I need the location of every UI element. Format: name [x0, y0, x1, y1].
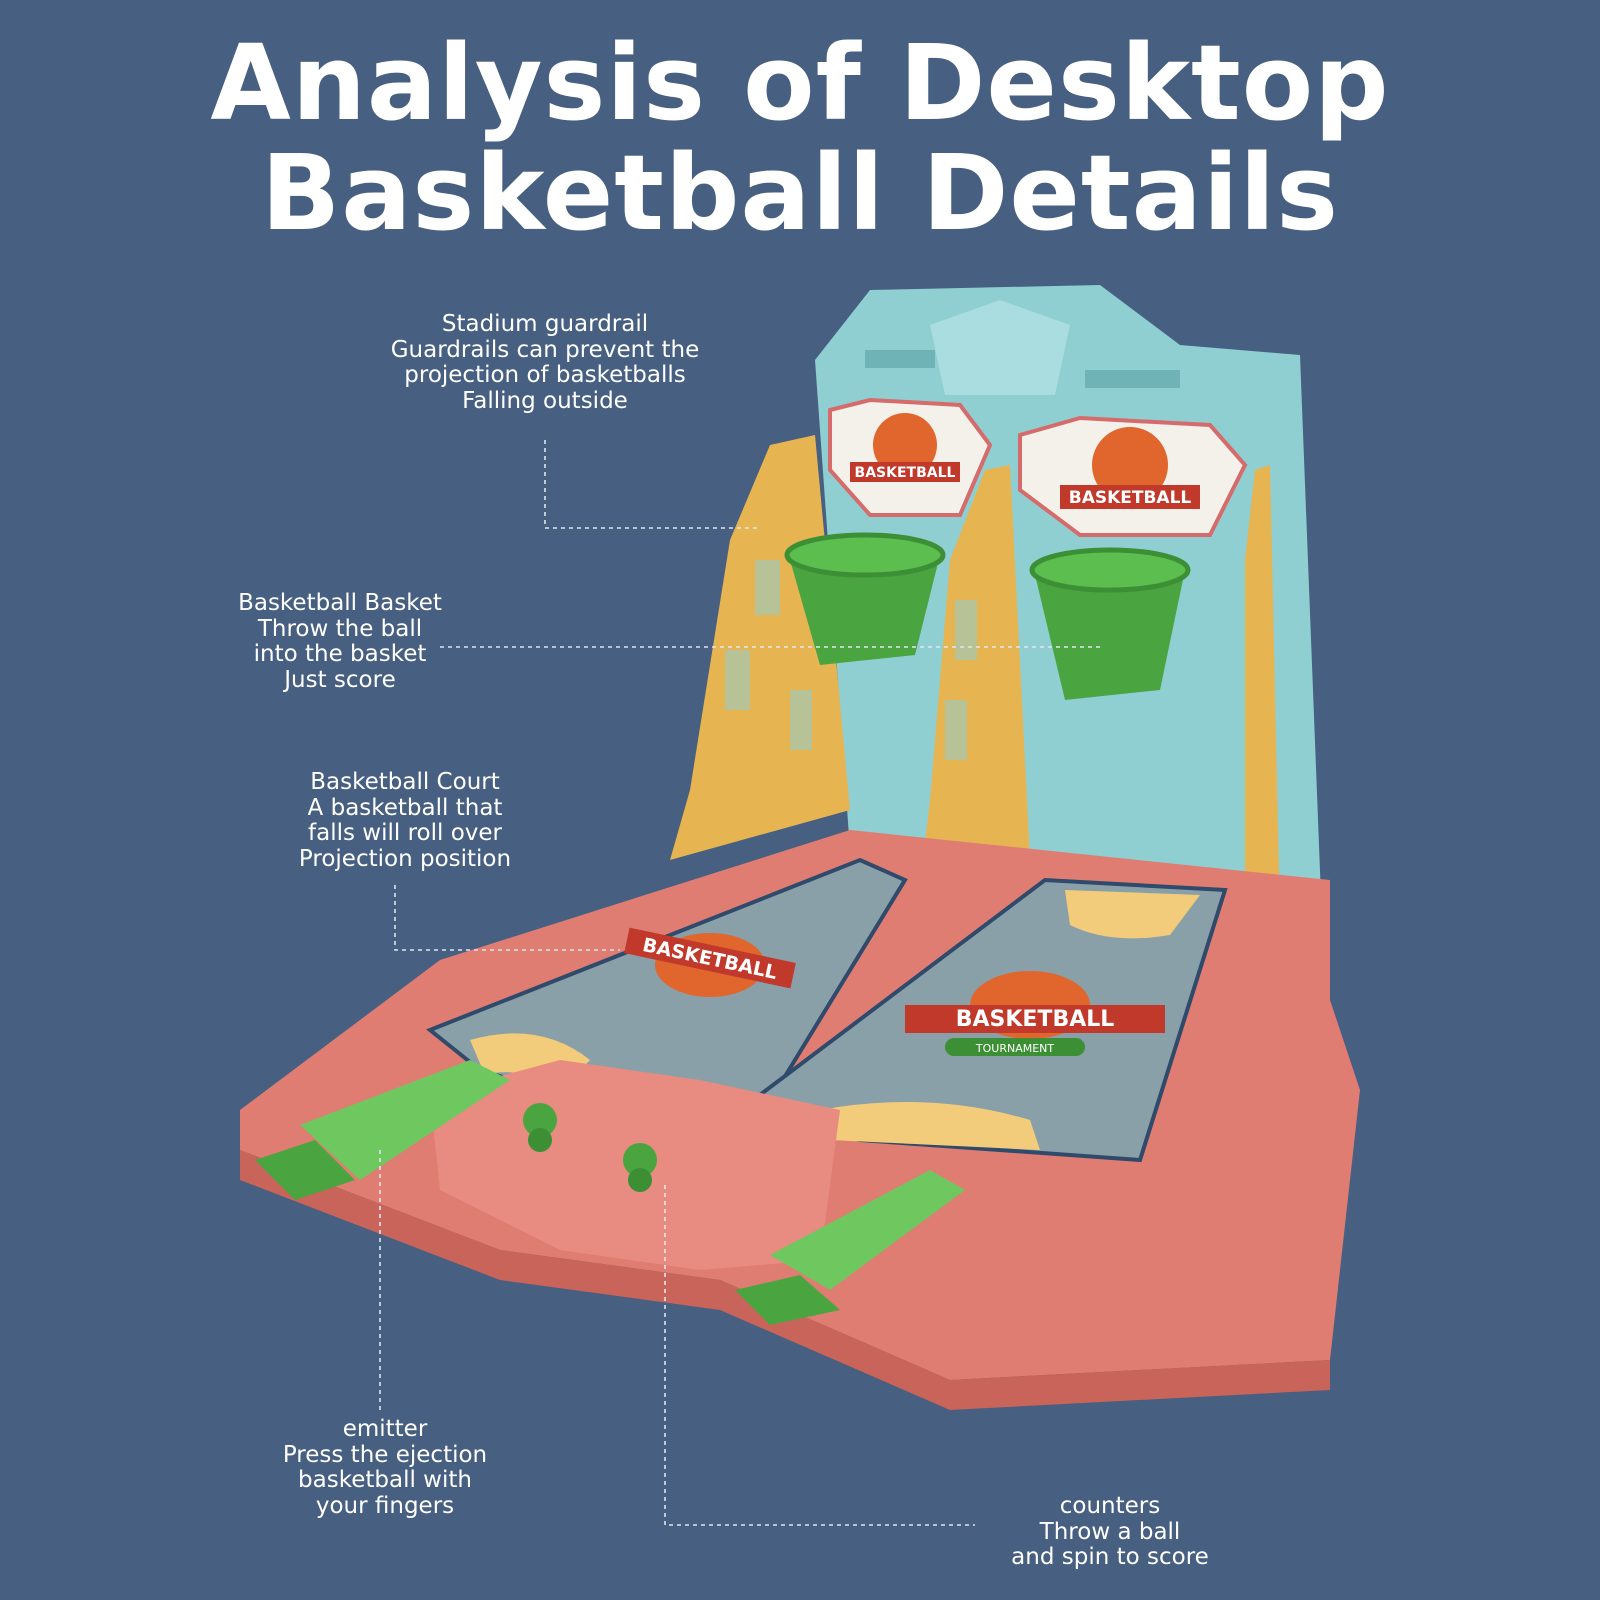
page-title: Analysis of Desktop Basketball Details [0, 28, 1600, 248]
backboard-logo-right: BASKETBALL [1018, 415, 1248, 537]
guardrail-right [1245, 465, 1280, 960]
title-line-2: Basketball Details [260, 132, 1340, 254]
leader-guardrail [544, 440, 760, 529]
basket-left [784, 532, 946, 665]
emitter-right [735, 1170, 965, 1325]
counter-console [430, 1060, 840, 1270]
court-logo-sub-right: TOURNAMENT [975, 1042, 1054, 1055]
callout-basket: Basketball Basket Throw the ball into th… [238, 590, 442, 693]
callout-counters: counters Throw a ball and spin to score [1011, 1493, 1209, 1570]
callout-court: Basketball Court A basketball that falls… [298, 769, 512, 872]
title-line-1: Analysis of Desktop [210, 22, 1390, 144]
emitter-left [255, 1060, 510, 1200]
basket-right [1029, 547, 1191, 700]
court-right: BASKETBALL TOURNAMENT [735, 877, 1228, 1163]
leader-court [394, 885, 620, 951]
logo-text-left: BASKETBALL [855, 465, 956, 481]
leader-lines [379, 440, 1100, 1526]
leader-counters [664, 1185, 975, 1526]
backboard-logo-left: BASKETBALL [828, 397, 993, 517]
callout-emitter: emitter Press the ejection basketball wi… [282, 1416, 488, 1519]
callout-guardrail: Stadium guardrail Guardrails can prevent… [390, 311, 700, 414]
court-logo-text-right: BASKETBALL [956, 1007, 1115, 1032]
guardrail-middle [915, 465, 1030, 930]
logo-text-right: BASKETBALL [1069, 488, 1192, 508]
